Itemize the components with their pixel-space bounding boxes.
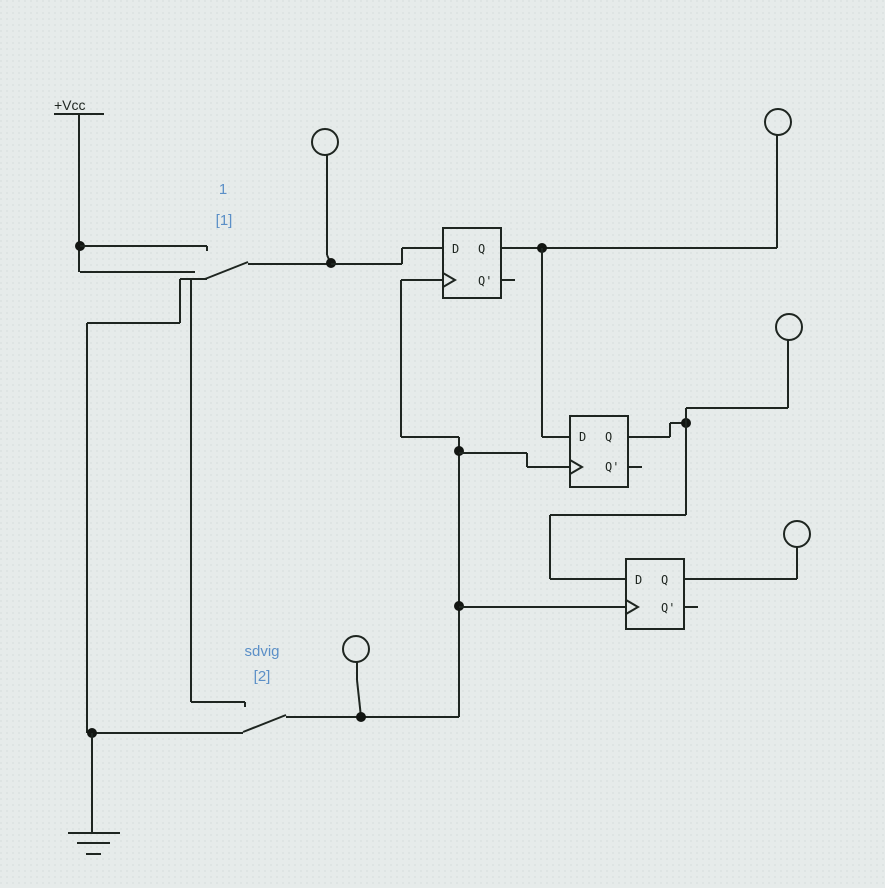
junction-sdvig-out xyxy=(356,712,366,722)
flipflop-3[interactable]: D Q Q' xyxy=(625,558,698,630)
switch-1[interactable]: 1 [1] xyxy=(204,181,331,280)
switch-1-name: 1 xyxy=(219,181,227,198)
flipflop-2-clock-mark xyxy=(569,459,584,475)
switch-sdvig-name: sdvig xyxy=(244,643,279,660)
flipflop-1[interactable]: D Q Q' xyxy=(442,227,515,299)
flipflop-2-d-pin: D xyxy=(579,430,586,444)
switch-sdvig-blade xyxy=(242,714,287,733)
flipflop-1-clock-mark xyxy=(442,272,457,288)
flipflop-3-q-pin: Q xyxy=(661,573,668,587)
probe-q2[interactable] xyxy=(775,313,803,341)
flipflop-2-qn-pin: Q' xyxy=(605,460,619,474)
switch-sdvig-key: [2] xyxy=(254,668,271,685)
ground-symbol xyxy=(68,832,120,855)
flipflop-2-body xyxy=(569,415,629,488)
probe-sdvig-wire-down xyxy=(356,679,362,718)
switch-1-blade xyxy=(204,261,249,280)
flipflop-2-q-pin: Q xyxy=(605,430,612,444)
flipflop-1-body xyxy=(442,227,502,299)
flipflop-2[interactable]: D Q Q' xyxy=(569,415,642,488)
probe-q3[interactable] xyxy=(783,520,811,548)
probe-input[interactable] xyxy=(311,128,339,156)
flipflop-1-qn-pin: Q' xyxy=(478,274,492,288)
flipflop-1-d-pin: D xyxy=(452,242,459,256)
flipflop-3-qn-pin: Q' xyxy=(661,601,675,615)
switch-1-key: [1] xyxy=(216,212,233,229)
vcc-label: +Vcc xyxy=(54,97,86,113)
flipflop-3-d-pin: D xyxy=(635,573,642,587)
flipflop-1-q-pin: Q xyxy=(478,242,485,256)
switch-sdvig[interactable]: sdvig [2] xyxy=(242,643,459,733)
junction-clk-ff2 xyxy=(454,446,464,456)
flipflop-3-body xyxy=(625,558,685,630)
flipflop-3-clock-mark xyxy=(625,599,640,615)
